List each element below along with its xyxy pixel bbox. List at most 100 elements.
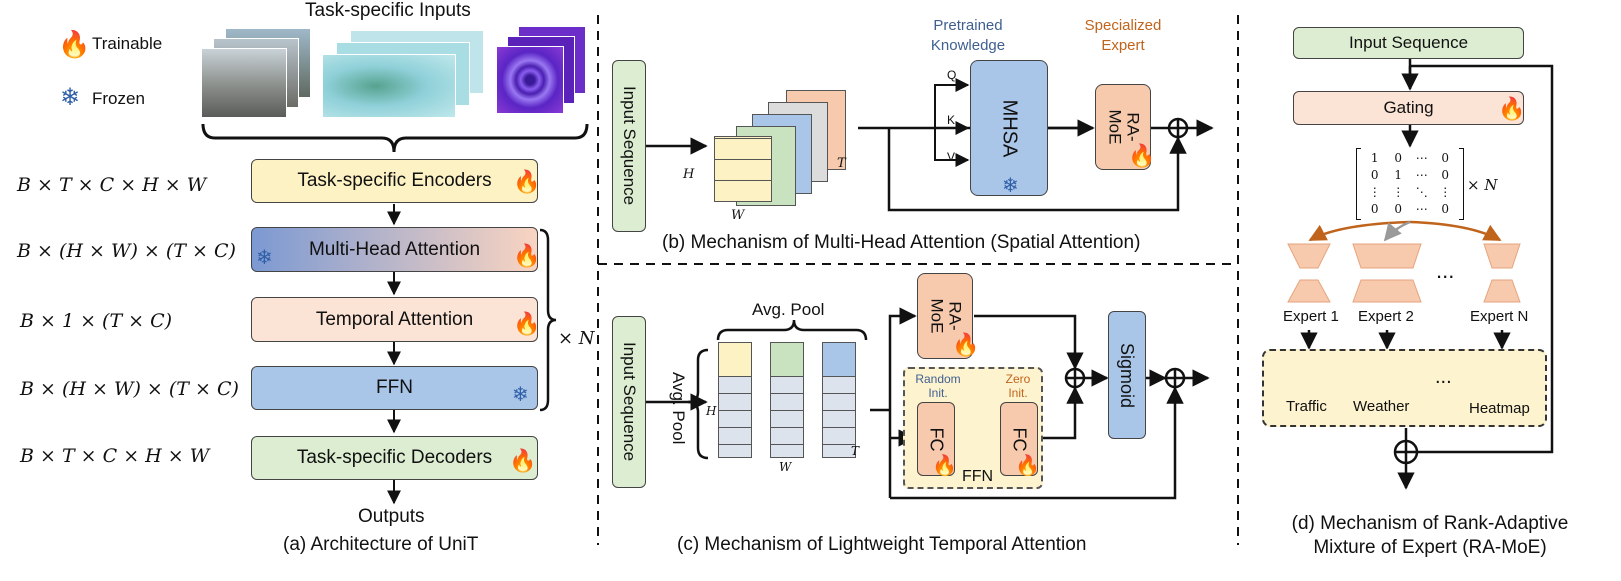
expert-2-icon	[1352, 243, 1422, 303]
task-encoders-label: Task-specific Encoders	[297, 170, 492, 191]
avgpool-side-brace	[687, 348, 709, 460]
matrix-times-label: × N	[1467, 176, 1498, 194]
snowflake-icon: ❄	[256, 247, 273, 269]
caption-b: (b) Mechanism of Multi-Head Attention (S…	[662, 232, 1141, 253]
fire-icon: 🔥	[1015, 455, 1040, 477]
expert-n-label: Expert N	[1470, 308, 1529, 325]
input-sequence-c: Input Sequence	[612, 316, 646, 488]
repeat-brace	[539, 228, 557, 412]
ffn-c-label: FFN	[962, 468, 994, 485]
ffn-label: FFN	[376, 377, 413, 398]
shape-encoders: B × T × C × H × W	[17, 174, 207, 196]
task-encoders-box: Task-specific Encoders	[251, 159, 538, 203]
ramoe-label-b: RA- MoE	[1105, 109, 1142, 145]
inputs-brace	[201, 123, 589, 153]
fire-icon: 🔥	[513, 169, 541, 194]
gating-label: Gating	[1383, 98, 1434, 117]
fc2-box: FC	[1000, 402, 1038, 476]
sigmoid-box: Sigmoid	[1108, 311, 1146, 439]
fc2-label: FC	[1009, 427, 1030, 451]
fire-icon: 🔥	[1498, 96, 1526, 121]
ramoe-box-b: RA- MoE	[1095, 84, 1151, 170]
matrix-cell: ⋯	[1415, 202, 1428, 216]
matrix-cell: 1	[1370, 151, 1379, 165]
random-init-label: Random Init.	[915, 372, 961, 400]
dim-w-b: W	[731, 208, 745, 223]
mha-box: Multi-Head Attention	[251, 227, 538, 272]
pooled-tensor-c	[718, 342, 874, 462]
matrix-cell: ⋱	[1415, 185, 1428, 199]
input-sequence-b-label: Input Sequence	[620, 86, 639, 206]
tasks-panel	[1262, 349, 1547, 427]
specialized-expert-label: Specialized Expert	[1084, 17, 1162, 54]
mhsa-box: MHSA	[970, 60, 1048, 196]
avgpool-top-label: Avg. Pool	[752, 300, 825, 319]
task-decoders-label: Task-specific Decoders	[296, 447, 493, 468]
experts-dots: ...	[1436, 258, 1455, 283]
fire-icon: 🔥	[509, 448, 537, 473]
input-sequence-d: Input Sequence	[1293, 27, 1524, 59]
matrix-cell: ⋮	[1392, 185, 1405, 199]
shape-temporal: B × 1 × (T × C)	[20, 310, 173, 332]
expert-1-label: Expert 1	[1283, 308, 1339, 325]
ramoe-label-c: RA- MoE	[927, 298, 964, 334]
matrix-cell: 0	[1394, 151, 1403, 165]
ffn-box: FFN	[251, 366, 538, 410]
expert-n-icon	[1483, 243, 1521, 303]
inputs-title: Task-specific Inputs	[305, 0, 471, 21]
sigmoid-label: Sigmoid	[1117, 342, 1138, 408]
matrix-cell: 1	[1394, 168, 1403, 182]
expert-1-icon	[1287, 243, 1331, 303]
fire-icon: 🔥	[513, 243, 541, 268]
fire-icon: 🔥	[1128, 143, 1156, 168]
avgpool-side-label: Avg. Pool	[669, 372, 688, 445]
legend-trainable-label: Trainable	[92, 34, 163, 53]
input-sequence-b: Input Sequence	[612, 60, 646, 232]
matrix-cell: 0	[1441, 202, 1450, 216]
fire-icon: 🔥	[932, 455, 957, 477]
matrix-cell: ⋯	[1415, 151, 1428, 165]
snowflake-icon: ❄	[1002, 175, 1019, 197]
shape-decoders: B × T × C × H × W	[20, 445, 210, 467]
dim-w-c: W	[779, 460, 792, 474]
dim-h-c: H	[706, 404, 717, 418]
caption-c: (c) Mechanism of Lightweight Temporal At…	[677, 534, 1087, 555]
fire-icon: 🔥	[58, 29, 91, 59]
shape-ffn: B × (H × W) × (T × C)	[20, 378, 239, 400]
shape-mha: B × (H × W) × (T × C)	[17, 240, 236, 262]
gating-box: Gating	[1293, 91, 1524, 125]
mhsa-label: MHSA	[998, 99, 1021, 157]
fire-icon: 🔥	[952, 332, 980, 357]
matrix-cell: 0	[1441, 168, 1450, 182]
dim-t-c: T	[851, 444, 860, 458]
legend-frozen-label: Frozen	[92, 89, 145, 108]
matrix-cell: ⋮	[1368, 185, 1381, 199]
fire-icon: 🔥	[513, 311, 541, 336]
outputs-label: Outputs	[358, 506, 425, 527]
tasks-dots: ...	[1435, 366, 1452, 388]
dim-h-b: H	[683, 167, 695, 182]
repeat-label: × N	[558, 328, 595, 349]
heatmaps-stack	[496, 26, 591, 118]
driving-images-stack	[201, 28, 311, 118]
matrix-cell: 0	[1370, 202, 1379, 216]
ramoe-box-c: RA- MoE	[917, 273, 973, 359]
matrix-cell: ⋯	[1415, 168, 1428, 182]
matrix-cell: 0	[1394, 202, 1403, 216]
task-decoders-box: Task-specific Decoders	[251, 436, 538, 480]
q-label: Q	[947, 68, 957, 82]
snowflake-icon: ❄	[512, 384, 529, 406]
task-weather-label: Weather	[1353, 398, 1410, 415]
expert-2-label: Expert 2	[1358, 308, 1414, 325]
weather-maps-stack	[322, 30, 487, 120]
mha-label: Multi-Head Attention	[308, 238, 481, 260]
matrix-cell: 0	[1441, 151, 1450, 165]
snowflake-icon: ❄	[60, 84, 81, 111]
task-heatmap-label: Heatmap	[1469, 400, 1530, 417]
fc1-label: FC	[926, 427, 947, 451]
task-traffic-label: Traffic	[1286, 398, 1327, 415]
v-label: V	[947, 150, 956, 164]
